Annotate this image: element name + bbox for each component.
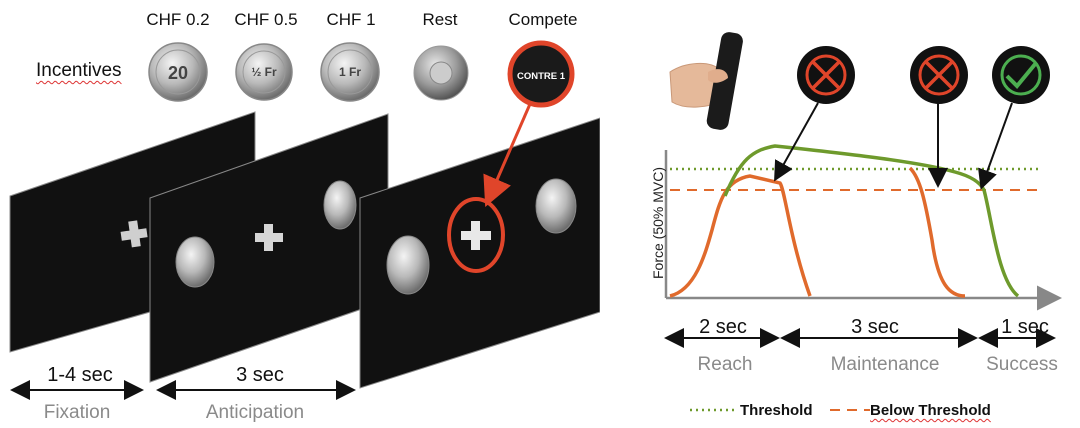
screen-compete [359, 117, 600, 389]
legend-below-threshold: Below Threshold [870, 402, 991, 419]
compete-arrow [483, 103, 532, 208]
curve-below-threshold [669, 174, 812, 298]
legend-threshold: Threshold [740, 402, 813, 419]
grip-device [669, 32, 743, 130]
phase-fixation: Fixation [43, 402, 111, 423]
fixation-duration: 1-4 sec [47, 364, 113, 386]
reach-duration: 2 sec [699, 316, 747, 338]
coin-chf1: 1 Fr [320, 42, 380, 102]
coin-face: CONTRE 1 [517, 71, 566, 82]
phase-maintenance: Maintenance [830, 354, 940, 375]
cross-icon [910, 46, 968, 104]
phase-anticipation: Anticipation [205, 402, 305, 423]
incentives-label: Incentives [36, 60, 122, 81]
task-sequence-diagram: 20 ½ Fr 1 Fr CONTRE 1 [9, 40, 600, 400]
success-duration: 1 sec [1001, 316, 1049, 338]
anticipation-duration: 3 sec [236, 364, 284, 386]
y-axis-label: Force (50% MVC) [650, 166, 666, 280]
coin-label-chf05: CHF 0.5 [234, 10, 298, 29]
coin-chf05: ½ Fr [235, 43, 293, 101]
curve-success [723, 144, 1020, 298]
coin-label-rest: Rest [422, 10, 458, 29]
coin-face: 1 Fr [339, 65, 361, 79]
indicator-arrow [978, 102, 1013, 190]
check-icon [992, 46, 1050, 104]
legend-below-swatch [830, 409, 870, 411]
coin-compete: CONTRE 1 [507, 40, 575, 108]
phase-reach: Reach [697, 354, 753, 375]
curve-drop-early [908, 166, 966, 298]
screen-anticipation [149, 113, 389, 383]
coin-label-chf1: CHF 1 [326, 10, 376, 29]
coin-rest [413, 45, 469, 101]
coin-label-chf02: CHF 0.2 [146, 10, 210, 29]
coin-face: ½ Fr [251, 65, 277, 79]
coin-face: 20 [168, 63, 188, 83]
cross-icon [797, 46, 855, 104]
indicator-arrow [774, 102, 819, 182]
legend-threshold-swatch [690, 408, 734, 412]
force-plot [664, 32, 1062, 348]
phase-success: Success [986, 354, 1058, 375]
coin-label-compete: Compete [508, 10, 578, 29]
coin-chf02: 20 [148, 42, 208, 102]
maintenance-duration: 3 sec [851, 316, 899, 338]
